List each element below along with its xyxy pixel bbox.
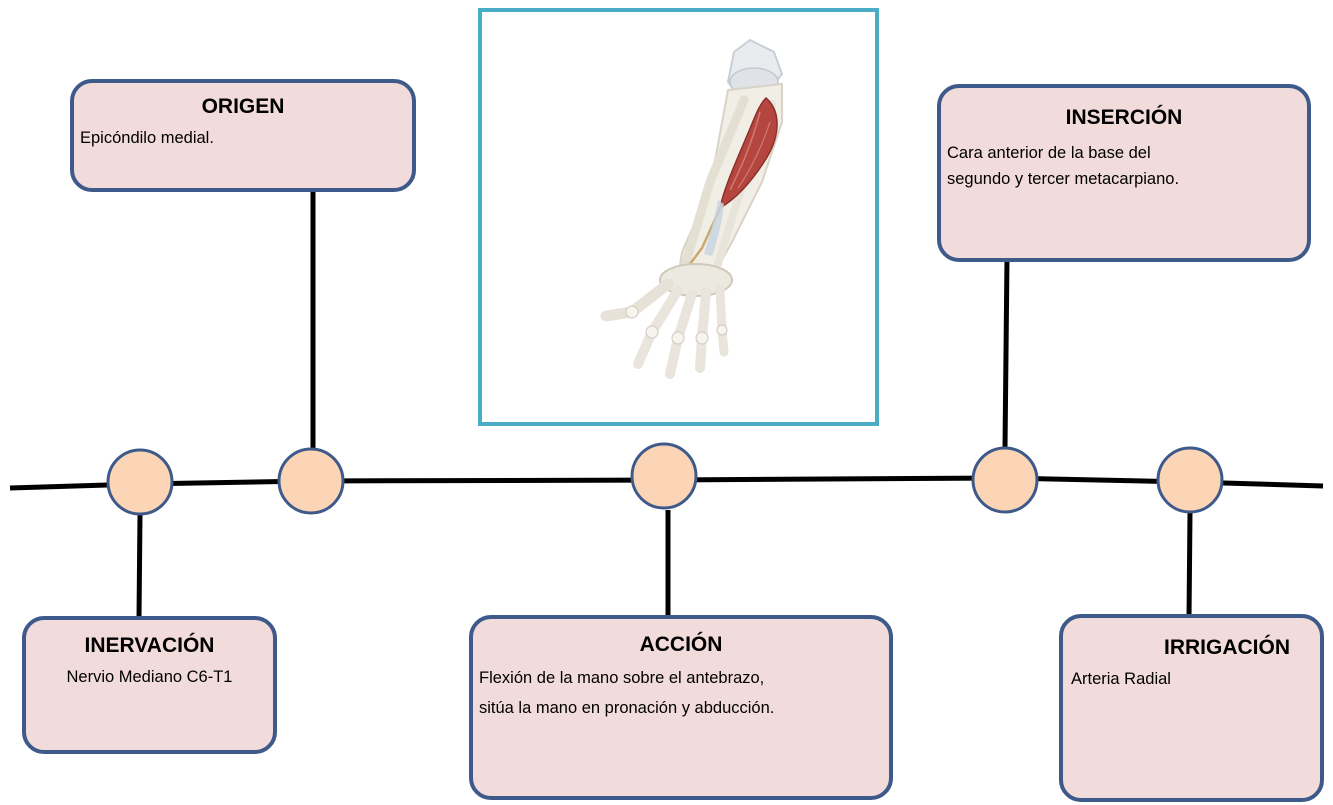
origen-title: ORIGEN [74,95,412,119]
accion-text: Flexión de la mano sobre el antebrazo, s… [479,663,889,723]
timeline-node-accion [632,444,696,508]
anatomy-image-frame [478,8,879,426]
timeline-node-origen [279,449,343,513]
connector-irrigacion [1189,512,1190,618]
timeline-node-inervacion [108,450,172,514]
irrigacion-box: IRRIGACIÓN Arteria Radial [1059,614,1324,802]
irrigacion-text: Arteria Radial [1071,666,1320,692]
origen-box: ORIGEN Epicóndilo medial. [70,79,416,192]
inervacion-text: Nervio Mediano C6-T1 [26,664,273,690]
insercion-text: Cara anterior de la base del segundo y t… [947,140,1307,192]
insercion-box: INSERCIÓN Cara anterior de la base del s… [937,84,1311,262]
accion-title: ACCIÓN [473,633,889,657]
forearm-muscle-icon [482,12,875,422]
connector-insercion [1005,258,1007,448]
timeline-node-irrigacion [1158,448,1222,512]
accion-box: ACCIÓN Flexión de la mano sobre el anteb… [469,615,893,800]
connector-inervacion [139,514,140,618]
inervacion-title: INERVACIÓN [26,634,273,658]
insercion-title: INSERCIÓN [941,106,1307,130]
origen-text: Epicóndilo medial. [80,125,412,151]
irrigacion-title: IRRIGACIÓN [1063,636,1320,660]
inervacion-box: INERVACIÓN Nervio Mediano C6-T1 [22,616,277,754]
timeline-node-insercion [973,448,1037,512]
